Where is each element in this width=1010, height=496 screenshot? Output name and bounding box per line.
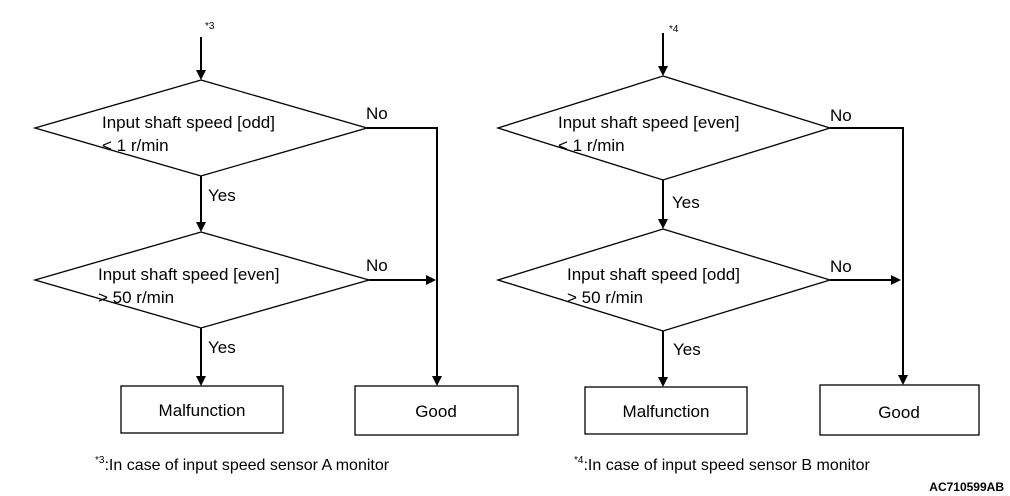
right-no-arrowhead-2 — [891, 275, 901, 285]
left-good-arrowhead — [432, 376, 442, 386]
left-decision1-line1: Input shaft speed [odd] — [102, 113, 275, 132]
left-decision1-line2: < 1 r/min — [102, 136, 169, 155]
left-no-arrowhead-2 — [426, 275, 436, 285]
right-decision1-line2: < 1 r/min — [558, 136, 625, 155]
right-good-label: Good — [878, 403, 920, 422]
left-decision1-yes-label: Yes — [208, 186, 236, 205]
right-yes-arrowhead-1 — [658, 219, 668, 229]
left-footnote-mark: *3 — [95, 455, 105, 466]
left-flow: *3 Input shaft speed [odd] < 1 r/min No … — [32, 21, 519, 474]
right-footnote-mark: *4 — [574, 455, 584, 466]
left-good-box — [354, 385, 519, 436]
right-good-arrowhead — [898, 375, 908, 385]
left-footnote: *3:In case of input speed sensor A monit… — [95, 455, 390, 474]
left-decision2-line1: Input shaft speed [even] — [98, 265, 279, 284]
right-no-path-to-good — [830, 127, 904, 375]
right-footnote-text: :In case of input speed sensor B monitor — [583, 457, 870, 474]
right-flow: *4 Input shaft speed [even] < 1 r/min No… — [495, 24, 980, 474]
left-footnote-text: :In case of input speed sensor A monitor — [104, 457, 389, 474]
right-malfunction-box — [584, 386, 748, 435]
right-decision2-line1: Input shaft speed [odd] — [567, 265, 740, 284]
right-decision1-line1: Input shaft speed [even] — [558, 113, 739, 132]
left-decision2-line2: > 50 r/min — [98, 288, 174, 307]
left-good-label: Good — [415, 402, 457, 421]
right-decision1-yes-label: Yes — [672, 193, 700, 212]
left-start-marker: *3 — [205, 21, 215, 32]
left-entry-arrowhead — [196, 70, 206, 80]
right-malfunction-label: Malfunction — [623, 402, 710, 421]
right-decision1-no-label: No — [830, 106, 852, 125]
right-decision2-yes-label: Yes — [673, 340, 701, 359]
left-decision2-no-label: No — [366, 256, 388, 275]
left-malfunction-label: Malfunction — [159, 401, 246, 420]
right-good-box — [819, 384, 980, 436]
left-decision2-yes-label: Yes — [208, 338, 236, 357]
right-decision2-no-label: No — [830, 257, 852, 276]
figure-code: AC710599AB — [929, 480, 1004, 494]
right-decision2-line2: > 50 r/min — [567, 288, 643, 307]
right-yes-arrowhead-2 — [658, 377, 668, 387]
left-yes-arrowhead-1 — [196, 222, 206, 232]
right-start-marker: *4 — [669, 24, 679, 35]
right-entry-arrowhead — [658, 66, 668, 76]
left-yes-arrowhead-2 — [196, 376, 206, 386]
left-malfunction-box — [120, 385, 284, 434]
left-decision1-no-label: No — [366, 104, 388, 123]
left-no-path-to-good — [367, 127, 438, 376]
right-footnote: *4:In case of input speed sensor B monit… — [574, 455, 871, 474]
